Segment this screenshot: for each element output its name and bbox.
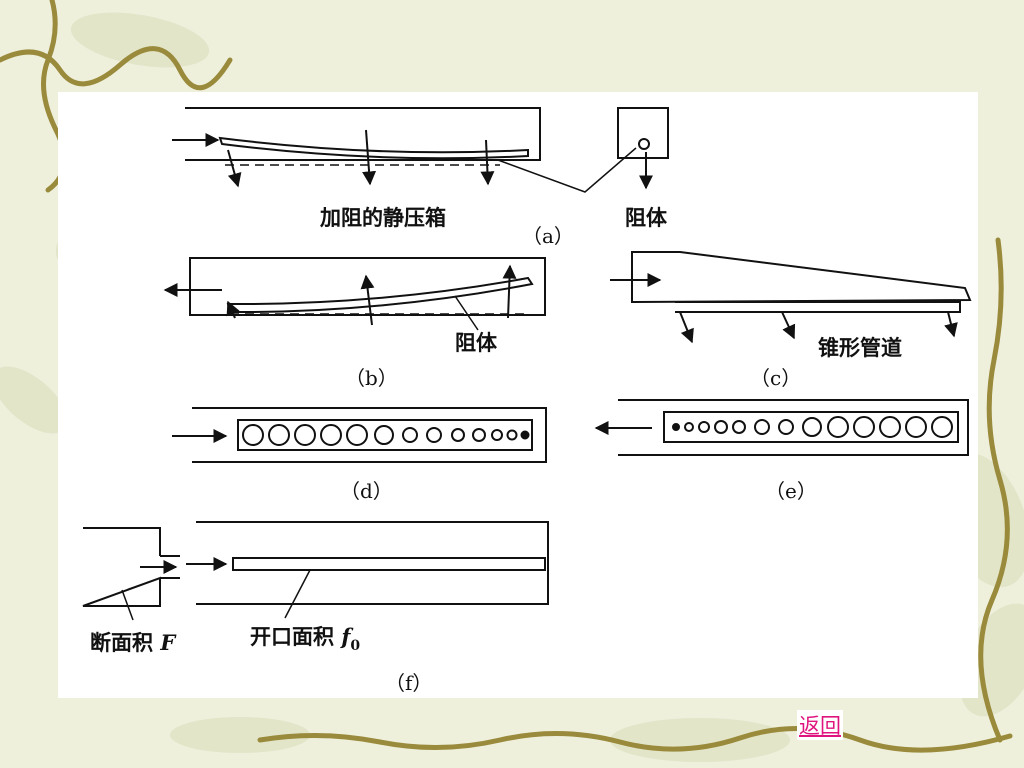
- caption-f: （f）: [385, 671, 432, 695]
- label-f-opening: 开口面积 f0: [250, 624, 360, 654]
- vine-bottom: [257, 726, 1013, 753]
- diagram-panel: [58, 92, 978, 698]
- tapered-duct-c: [631, 251, 972, 304]
- panel-b: [163, 257, 546, 331]
- caption-b: （b）: [345, 366, 398, 390]
- back-link[interactable]: 返回: [797, 710, 843, 740]
- leader-line-b: [454, 295, 479, 331]
- orifice-plate-d: [237, 419, 533, 451]
- label-b-resistance: 阻体: [455, 330, 498, 355]
- outlet-arrow-c3: [944, 311, 958, 338]
- duct-box-f: [196, 521, 549, 605]
- resistance-hole: [638, 138, 650, 150]
- outlet-arrow-a1: [227, 149, 242, 188]
- label-c-taper: 锥形管道: [818, 335, 902, 360]
- label-a-plenum: 加阻的静压箱: [319, 205, 446, 230]
- label-a-resistance: 阻体: [625, 205, 668, 230]
- caption-e: （e）: [765, 479, 817, 503]
- outlet-slot-c: [675, 301, 961, 313]
- leader-line-a: [497, 147, 637, 193]
- panel-f: [82, 521, 549, 621]
- resistance-plate-a: [218, 136, 529, 160]
- panel-e: [594, 399, 969, 456]
- orifice-plate-e: [663, 411, 959, 443]
- leader-line-f-left: [121, 589, 134, 621]
- panel-d: [172, 407, 547, 463]
- duct-box-e: [618, 399, 969, 456]
- outlet-arrow-b2: [360, 274, 375, 326]
- panel-c: [610, 251, 972, 344]
- label-f-section: 断面积 F: [90, 630, 177, 655]
- panel-a: [172, 107, 669, 193]
- opening-slot-f: [232, 557, 546, 571]
- outlet-arrow-a3: [480, 139, 495, 186]
- plenum-box-a: [185, 107, 541, 161]
- duct-box-d: [192, 407, 547, 463]
- resistance-detail-box: [617, 107, 669, 159]
- outlet-arrow-c1: [679, 311, 694, 344]
- outlet-arrow-b1: [226, 300, 240, 319]
- orifice-holes-d: [242, 424, 530, 446]
- vine-right-vertical: [978, 237, 1010, 743]
- duct-box-b: [189, 257, 546, 316]
- leaf-texture: [0, 12, 1024, 762]
- orifice-holes-e: [672, 416, 953, 438]
- outlet-arrow-b3: [502, 264, 517, 319]
- caption-a: （a）: [522, 224, 574, 248]
- resistance-plate-b: [226, 276, 534, 314]
- leader-line-f-right: [284, 569, 311, 619]
- source-box-f: [82, 527, 161, 607]
- caption-c: （c）: [750, 366, 801, 390]
- outlet-arrow-a2: [362, 129, 377, 186]
- outlet-arrow-c2: [781, 311, 796, 340]
- caption-d: （d）: [340, 479, 393, 503]
